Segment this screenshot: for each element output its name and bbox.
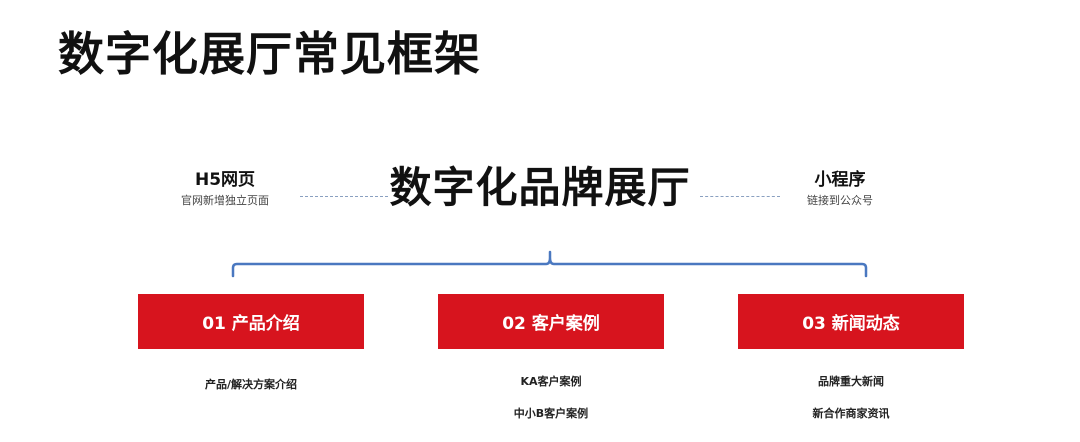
- right-dashed-connector: [700, 196, 780, 197]
- product-item-1: 产品/解决方案介绍: [204, 378, 298, 391]
- h5-subtitle: 官网新增独立页面: [181, 194, 269, 207]
- center-title: 数字化品牌展厅: [389, 163, 691, 212]
- h5-block: H5网页 官网新增独立页面: [150, 169, 300, 209]
- section-box-cases: 02 客户案例: [438, 294, 664, 349]
- mini-program-block: 小程序 链接到公众号: [770, 169, 910, 209]
- news-item-1: 品牌重大新闻: [818, 375, 884, 388]
- section-label-product: 01 产品介绍: [202, 314, 300, 334]
- section-box-product: 01 产品介绍: [138, 294, 364, 349]
- section-label-news: 03 新闻动态: [802, 314, 900, 334]
- section-label-cases: 02 客户案例: [502, 314, 600, 334]
- mini-program-subtitle: 链接到公众号: [807, 194, 873, 207]
- section-box-news: 03 新闻动态: [738, 294, 964, 349]
- cases-item-2: 中小B客户案例: [513, 407, 589, 420]
- h5-title: H5网页: [194, 170, 256, 190]
- page-title: 数字化展厅常见框架: [58, 27, 481, 81]
- news-item-2: 新合作商家资讯: [812, 407, 890, 420]
- cases-item-1: KA客户案例: [520, 375, 582, 388]
- mini-program-title: 小程序: [814, 170, 866, 190]
- left-dashed-connector: [300, 196, 388, 197]
